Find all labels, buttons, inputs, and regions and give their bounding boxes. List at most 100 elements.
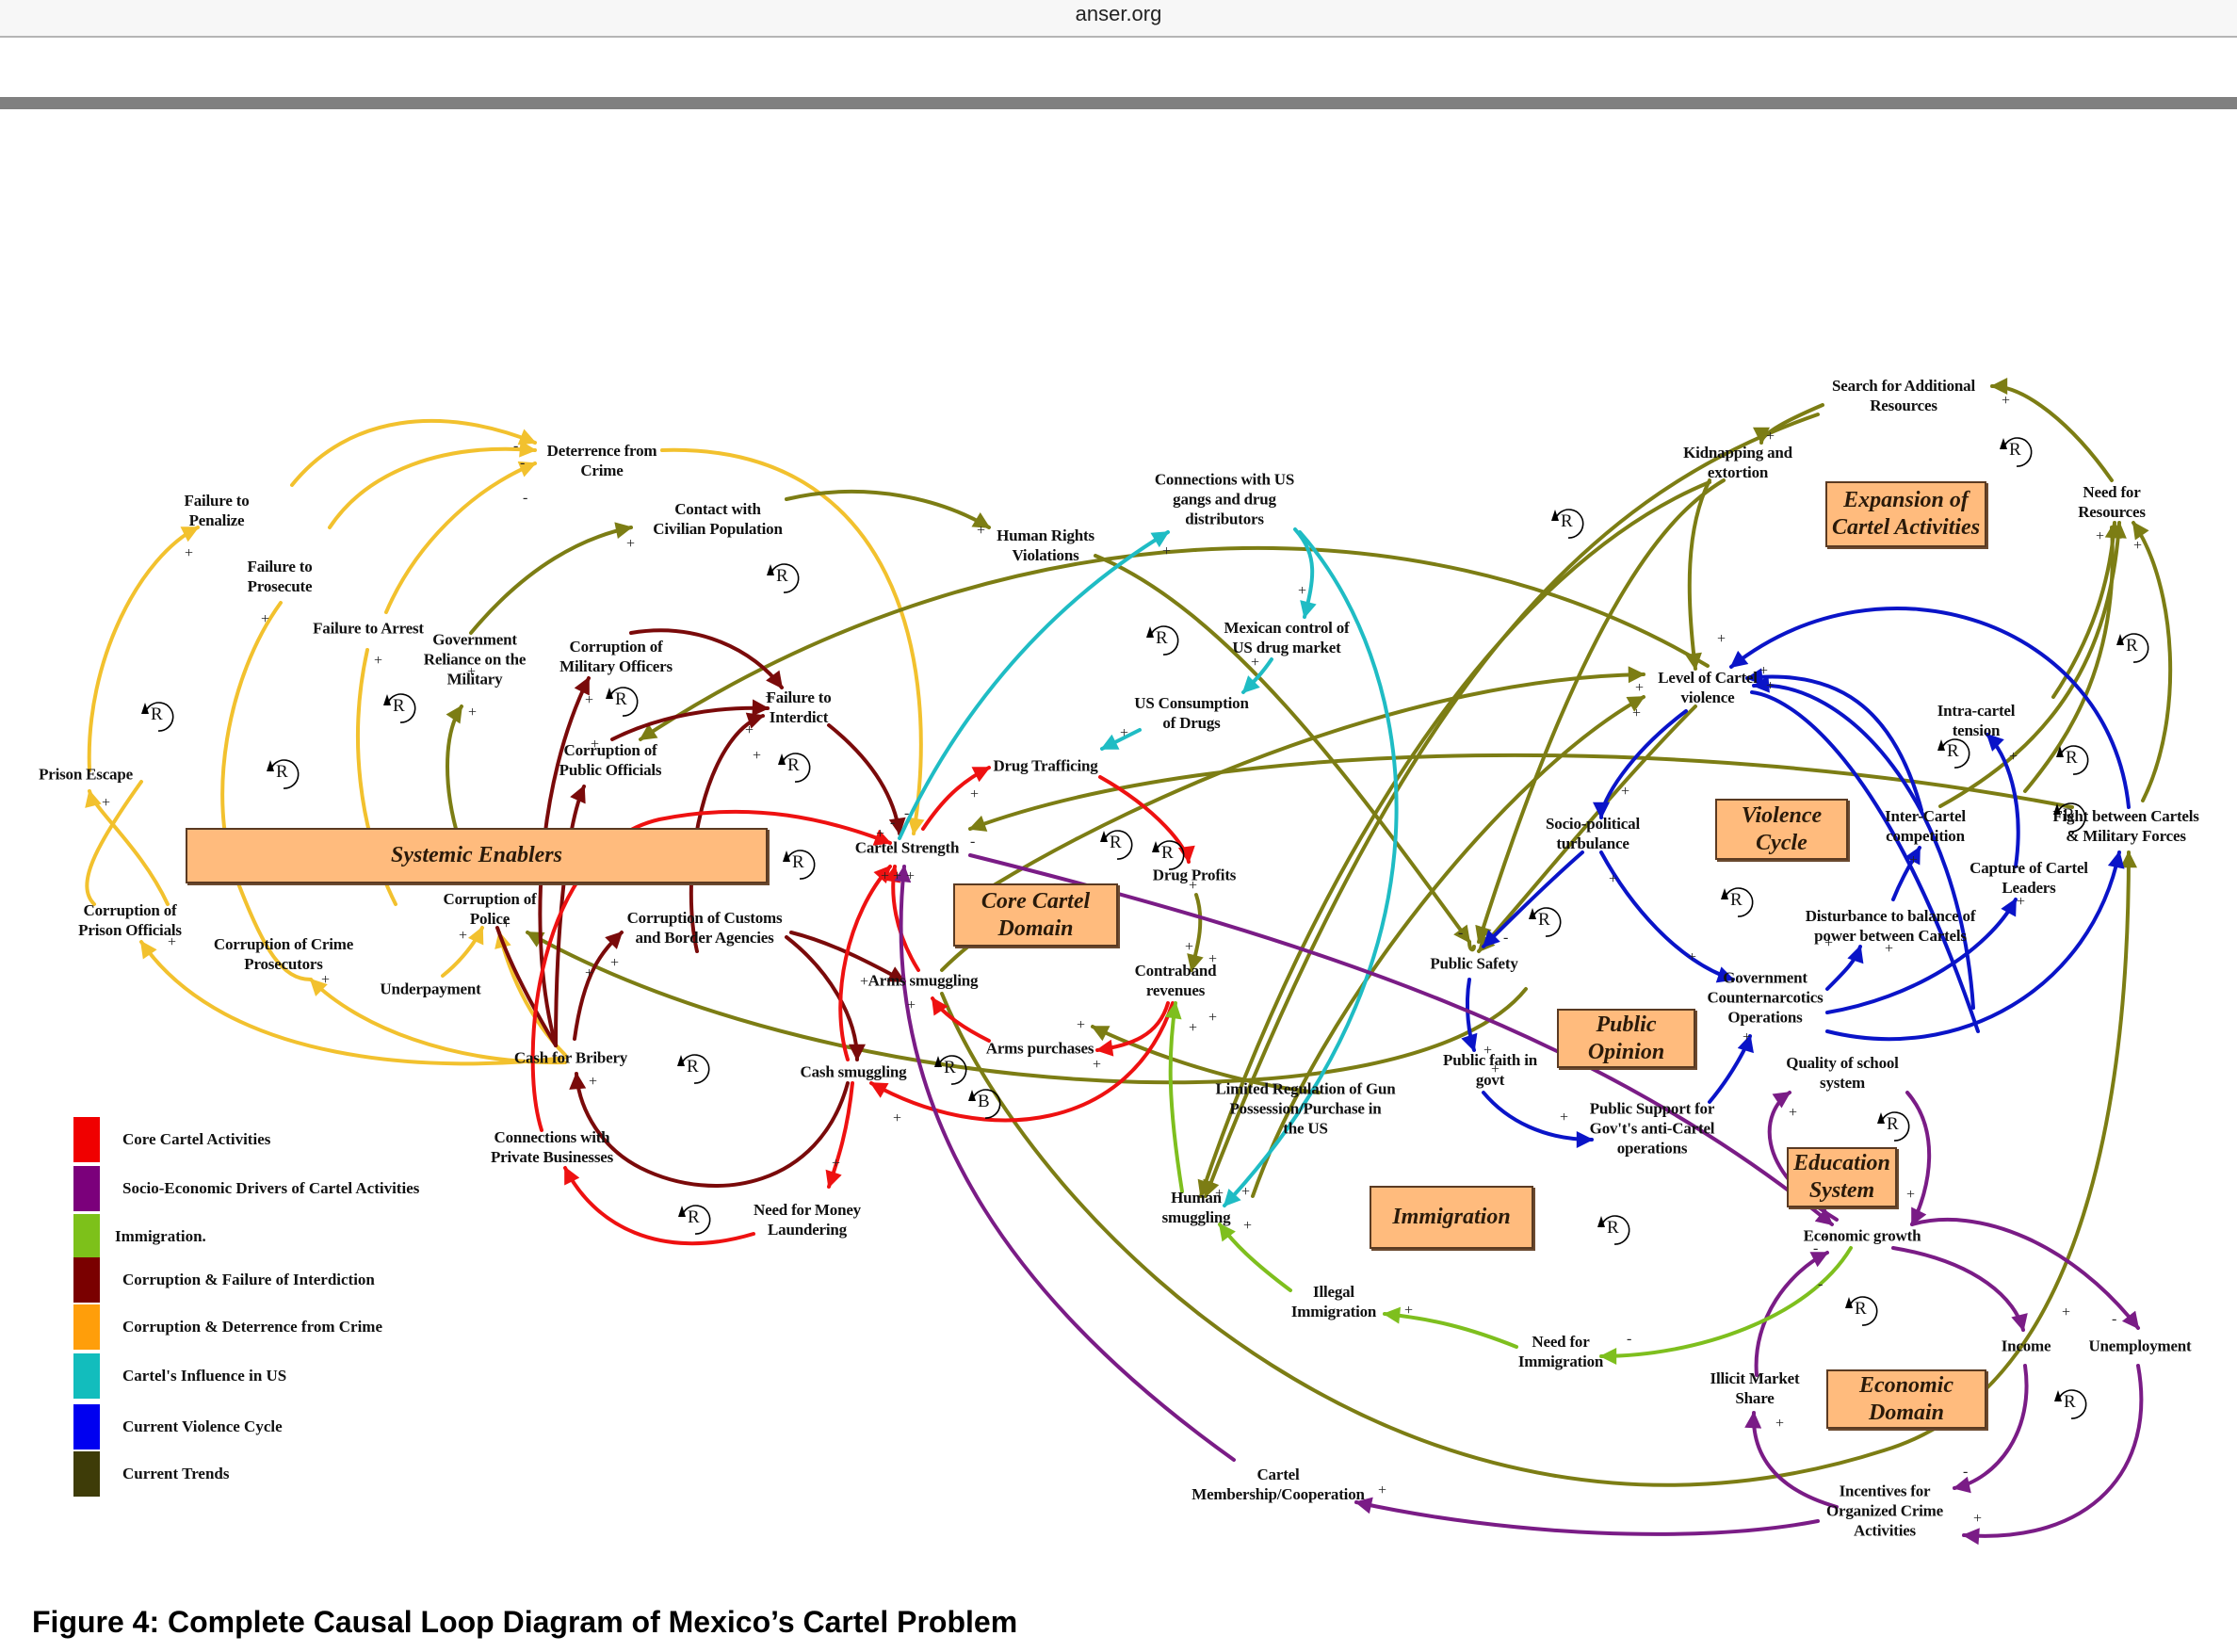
polarity-sign: + <box>1243 1218 1252 1234</box>
causal-link-trends <box>968 753 2074 832</box>
node-cartel-strength: Cartel Strength <box>854 838 960 857</box>
polarity-sign: + <box>1491 1061 1499 1077</box>
polarity-sign: + <box>585 692 593 708</box>
loop-type-label: R <box>1730 890 1743 910</box>
polarity-sign: - <box>513 438 518 454</box>
loop-arrow-icon <box>1721 887 1754 917</box>
polarity-sign: + <box>1609 871 1617 887</box>
legend-swatch <box>73 1451 100 1497</box>
polarity-sign: + <box>185 545 193 561</box>
causal-link-us-influence <box>898 530 1170 840</box>
polarity-sign: + <box>1241 1184 1250 1200</box>
loop-type-label: R <box>792 852 804 872</box>
loop-arrow-icon <box>2116 633 2149 663</box>
polarity-sign: - <box>904 805 909 821</box>
polarity-sign: - <box>1458 925 1463 941</box>
causal-link-trends <box>940 850 2137 1487</box>
legend-swatch <box>73 1117 100 1162</box>
causal-link-deterrence <box>87 526 200 772</box>
causal-link-us-influence <box>1293 527 1317 619</box>
polarity-sign: + <box>906 868 915 884</box>
polarity-sign: + <box>1909 852 1918 868</box>
causal-link-violence <box>1593 709 1688 819</box>
polarity-sign: + <box>2096 528 2104 544</box>
polarity-sign: + <box>1743 1029 1751 1045</box>
node-gov-counternarcotics: Government Counternarcotics Operations <box>1707 968 1824 1027</box>
polarity-sign: + <box>2009 749 2018 765</box>
causal-link-socio <box>968 853 1834 1226</box>
domain-core-cartel: Core Cartel Domain <box>953 883 1118 947</box>
causal-link-violence <box>1752 675 1975 1010</box>
legend-item: Current Violence Cycle <box>73 1404 639 1451</box>
loop-arrow-icon <box>383 693 416 723</box>
browser-url[interactable]: anser.org <box>1075 2 1162 25</box>
feedback-loop-marker: R <box>1992 429 2039 476</box>
loop-type-label: R <box>1156 628 1168 648</box>
polarity-sign: + <box>977 523 985 539</box>
causal-link-interdiction <box>827 723 906 835</box>
polarity-sign: - <box>523 490 527 506</box>
node-cash-bribery: Cash for Bribery <box>513 1048 628 1067</box>
causal-link-core <box>883 865 920 972</box>
polarity-sign: + <box>1560 1109 1568 1126</box>
loop-arrow-icon <box>141 702 174 732</box>
node-mexican-control: Mexican control of US drug market <box>1224 619 1350 656</box>
causal-link-us-influence <box>1100 728 1142 751</box>
legend-label: Immigration. <box>115 1227 206 1245</box>
feedback-loop-marker: R <box>1838 1288 1885 1335</box>
loop-type-label: R <box>1561 511 1573 531</box>
loop-type-label: R <box>1887 1114 1899 1134</box>
legend-label: Corruption & Failure of Interdiction <box>122 1271 375 1288</box>
polarity-sign: + <box>1093 1057 1101 1073</box>
feedback-loop-marker: R <box>1093 821 1140 868</box>
node-income: Income <box>2001 1336 2051 1355</box>
polarity-sign: + <box>1208 1010 1217 1026</box>
loop-type-label: R <box>1110 833 1122 852</box>
legend-swatch <box>73 1166 100 1211</box>
loop-type-label: R <box>787 755 800 775</box>
loop-arrow-icon <box>1937 738 1970 769</box>
node-contraband-revenues: Contraband revenues <box>1134 962 1217 999</box>
causal-link-core <box>838 865 892 1061</box>
polarity-sign: + <box>1077 1017 1085 1033</box>
polarity-sign: + <box>2133 538 2142 554</box>
polarity-sign: + <box>1251 655 1259 671</box>
causal-link-violence <box>1986 733 2020 868</box>
polarity-sign: + <box>467 664 476 680</box>
polarity-sign: + <box>907 997 916 1013</box>
causal-link-deterrence <box>660 447 925 835</box>
domain-immigration: Immigration <box>1370 1186 1533 1249</box>
node-failure-interdict: Failure to Interdict <box>766 688 832 726</box>
feedback-loop-marker: R <box>259 751 306 798</box>
causal-link-core <box>1095 1001 1170 1057</box>
causal-link-trends <box>1685 478 1711 671</box>
node-cash-smuggling: Cash smuggling <box>800 1062 907 1081</box>
loop-type-label: R <box>393 696 405 716</box>
node-public-support: Public Support for Gov't's anti-Cartel o… <box>1589 1099 1715 1158</box>
feedback-loop-marker: B <box>961 1080 1008 1127</box>
feedback-loop-marker: R <box>759 555 806 602</box>
polarity-sign: + <box>168 934 176 950</box>
loop-type-label: R <box>688 1207 700 1227</box>
loop-arrow-icon <box>1597 1215 1630 1245</box>
node-need-resources: Need for Resources <box>2078 483 2146 521</box>
causal-link-deterrence <box>384 461 537 614</box>
feedback-loop-marker: R <box>2109 624 2156 672</box>
node-need-immigration: Need for Immigration <box>1517 1333 1604 1370</box>
node-inter-competition: Inter-Cartel competition <box>1885 807 1966 845</box>
feedback-loop-marker: R <box>770 744 818 791</box>
loop-arrow-icon <box>267 759 300 789</box>
causal-link-violence <box>1482 1091 1594 1148</box>
domain-economic: Economic Domain <box>1826 1369 1986 1429</box>
causal-link-socio <box>1910 1217 2140 1330</box>
domain-expansion: Expansion of Cartel Activities <box>1825 481 1986 547</box>
node-connections-private: Connections with Private Businesses <box>490 1128 614 1166</box>
polarity-sign: + <box>261 611 269 627</box>
polarity-sign: + <box>1766 429 1775 445</box>
polarity-sign: - <box>1824 1228 1828 1244</box>
polarity-sign: + <box>881 868 889 884</box>
polarity-sign: + <box>860 974 868 990</box>
feedback-loop-marker: R <box>1144 832 1191 879</box>
legend-label: Current Violence Cycle <box>122 1417 283 1435</box>
polarity-sign: + <box>1298 583 1306 599</box>
